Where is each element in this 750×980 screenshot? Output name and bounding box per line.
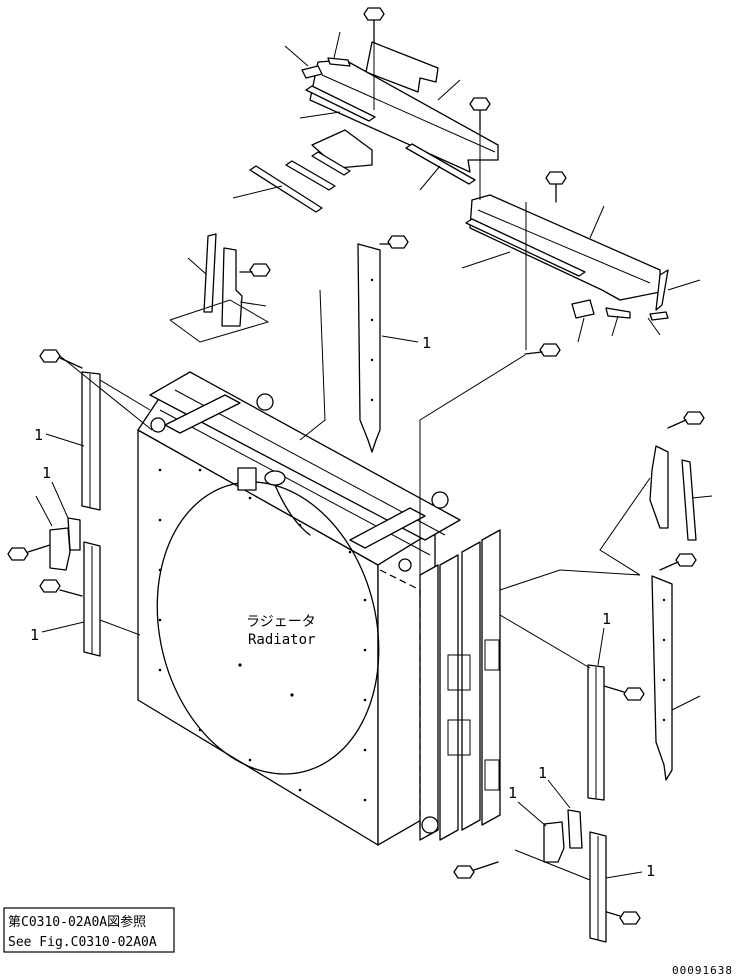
drawing-number: 00091638 <box>672 964 733 977</box>
seal-strip <box>249 165 323 213</box>
top-cover-right <box>469 194 661 301</box>
top-cover-bracket <box>311 129 373 169</box>
right-side-plate-lower <box>651 575 673 781</box>
bolt-icon <box>524 343 561 357</box>
seal-strip <box>285 160 336 191</box>
callout-label: 1 <box>602 610 611 628</box>
bolt-icon <box>39 579 83 597</box>
plate-rivets <box>370 278 666 722</box>
upper-cover-plate <box>249 41 669 321</box>
part-callouts: 1 1 1 1 1 1 1 1 <box>30 334 655 880</box>
bolt-icon <box>545 171 567 203</box>
radiator-cap <box>264 470 286 486</box>
bolt-icon <box>603 685 645 701</box>
radiator-label-jp: ラジェータ <box>246 614 316 630</box>
radiator-side-frames <box>379 529 501 841</box>
bolt-icon <box>453 861 499 879</box>
top-bracket-left <box>164 394 241 434</box>
radiator-top-tank <box>149 371 461 572</box>
bolt-icon <box>379 235 409 249</box>
left-channel-upper <box>81 371 101 511</box>
overflow-hose <box>274 484 311 536</box>
bolt-icon <box>239 263 271 277</box>
callout-label: 1 <box>646 862 655 880</box>
seal-strip <box>311 151 351 176</box>
seal-strip <box>681 459 697 541</box>
bolt-icon <box>469 97 491 131</box>
left-bracket-small <box>67 517 81 551</box>
callout-label: 1 <box>34 426 43 444</box>
callout-label: 1 <box>538 764 547 782</box>
bolt-icon <box>667 411 705 429</box>
callout-label: 1 <box>508 784 517 802</box>
bolt-icon <box>7 544 51 561</box>
right-bracket-small <box>567 809 583 849</box>
seal-strip <box>305 85 376 122</box>
side-plates <box>49 233 697 943</box>
radiator-rivets <box>158 468 367 802</box>
right-bracket <box>543 821 565 863</box>
radiator-label-en: Radiator <box>248 632 315 648</box>
bolt-icon <box>599 909 641 925</box>
bolt-icon <box>363 7 385 43</box>
reference-text-en: See Fig.C0310-02A0A <box>8 935 157 950</box>
bolts <box>7 7 705 925</box>
reference-note: 第C0310-02A0A図参照 See Fig.C0310-02A0A <box>3 907 175 953</box>
lifting-eye-right <box>431 491 449 509</box>
bolt-icon <box>659 553 697 571</box>
top-bracket-right <box>349 507 426 549</box>
callout-label: 1 <box>422 334 431 352</box>
right-side-plate-upper <box>649 445 669 529</box>
radiator-assembly <box>137 371 501 846</box>
left-bracket <box>49 527 71 571</box>
lifting-eye-left <box>256 393 274 411</box>
leader-lines <box>35 31 713 881</box>
callout-label: 1 <box>42 464 51 482</box>
bolt-icon <box>39 349 83 369</box>
center-side-plate <box>357 243 381 453</box>
callout-label: 1 <box>30 626 39 644</box>
reference-text-jp: 第C0310-02A0A図参照 <box>8 914 146 930</box>
seal-strip <box>405 143 476 185</box>
reference-box <box>3 907 175 953</box>
filler-neck <box>237 467 257 491</box>
fan-shroud-circle <box>156 481 380 775</box>
side-seal-plate <box>221 247 243 327</box>
seal-strip <box>203 233 217 313</box>
